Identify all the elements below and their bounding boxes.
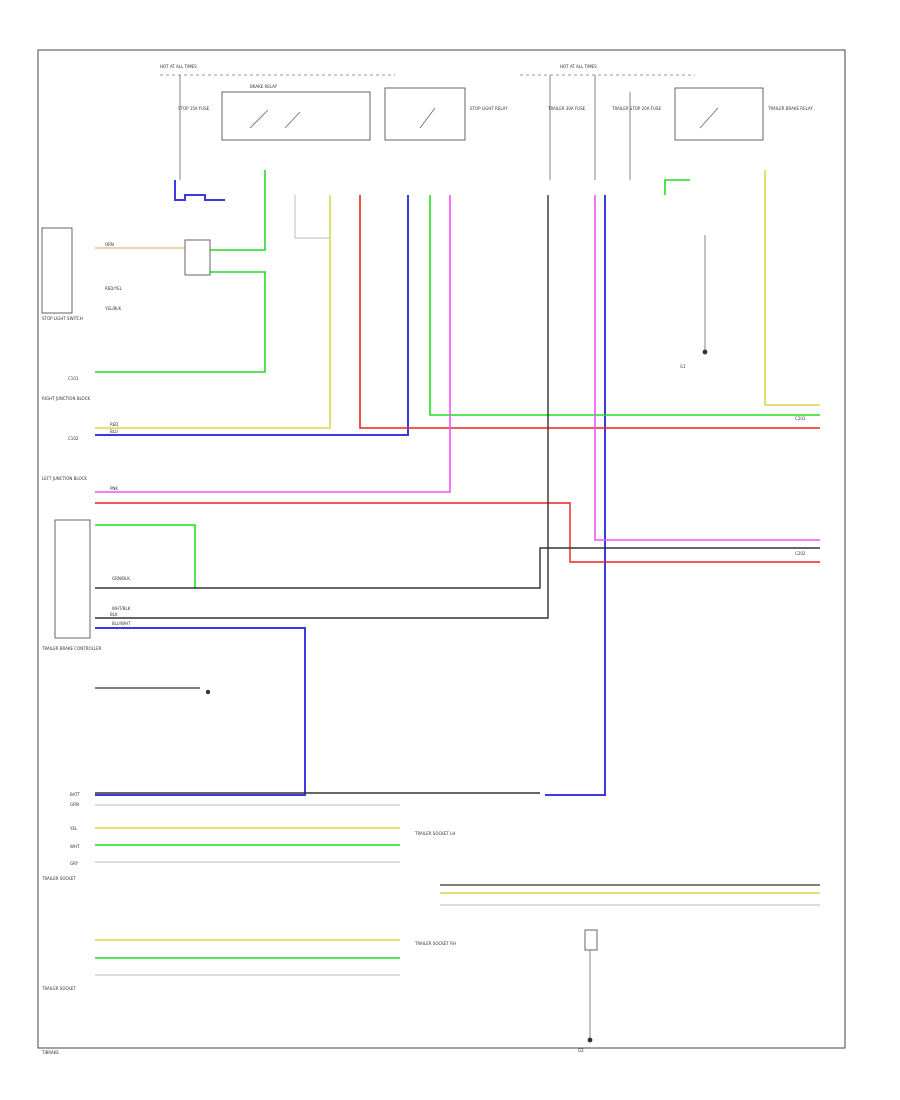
wire-grn-relay: [210, 170, 266, 251]
wire-blu-top: [174, 180, 225, 201]
pin-label-15: BLK: [110, 612, 118, 617]
connector-c201: C201: [795, 416, 806, 421]
footer-code: TIBRAKE: [41, 1050, 59, 1055]
wire-grn-lower: [95, 271, 266, 373]
trailer-connector-block: [584, 929, 598, 951]
wire-pnk-right: [594, 195, 820, 541]
wire-blu-right: [545, 195, 606, 796]
relay-small-box: [184, 239, 211, 276]
trailer-brake-controller-box: [54, 519, 91, 639]
ground-g2-dot: [587, 1037, 593, 1043]
pin-label-9: ORN: [105, 242, 114, 247]
wire-yel-left: [95, 195, 331, 429]
connector-c101: C101: [68, 376, 79, 381]
right-junction-label: RIGHT JUNCTION BLOCK: [42, 396, 90, 401]
pin-label-7: WHT/BLK: [112, 606, 131, 611]
stop-light-switch-label: STOP LIGHT SWITCH: [42, 316, 83, 321]
pin-label-2: GRN: [70, 802, 79, 807]
diagram-frame: [37, 49, 846, 1049]
brake-relay-label: BRAKE RELAY: [250, 84, 278, 89]
wire-red-right: [95, 502, 820, 563]
trailer-fuse-label: TRAILER 30A FUSE: [547, 106, 586, 111]
wire-blu-lower: [95, 627, 306, 796]
hot-label-left: HOT AT ALL TIMES: [160, 64, 197, 69]
pin-label-14: BLU: [110, 429, 118, 434]
pin-label-13: PNK: [110, 486, 118, 491]
stop-light-relay-box: [384, 87, 466, 141]
pin-label-10: RED/YEL: [105, 286, 123, 291]
ground-g1-label: G1: [680, 364, 686, 369]
wire-grn-top-right: [664, 179, 690, 195]
pin-label-11: YEL/BLK: [104, 306, 122, 311]
pin-label-6: GRN/BLK: [112, 576, 130, 581]
brake-relay-contact-2: [284, 111, 301, 129]
wire-blk-main: [95, 195, 549, 619]
trailer-brake-relay-label: TRAILER BRAKE RELAY: [767, 106, 813, 111]
stop-relay-contact: [419, 107, 436, 129]
pin-label-3: YEL: [69, 826, 78, 831]
stop-light-switch-box: [41, 227, 73, 314]
hot-label-right: HOT AT ALL TIMES: [560, 64, 597, 69]
wire-gry: [294, 195, 330, 239]
wire-red-main: [359, 195, 820, 429]
ground-g1-dot: [702, 349, 708, 355]
wire-blu-main: [95, 195, 409, 436]
wire-yel-right: [764, 170, 820, 406]
connector-c102: C102: [68, 436, 79, 441]
ground-dot-left: [205, 689, 211, 695]
trailer-stop-fuse-label: TRAILER STOP 20A FUSE: [611, 106, 661, 111]
connector-c202: C202: [795, 551, 806, 556]
wire-blk-right: [95, 547, 820, 589]
wire-pnk-left: [95, 195, 451, 493]
ground-g2-label: G2: [578, 1048, 584, 1053]
trailer-socket-2-label: TRAILER SOCKET: [41, 986, 76, 991]
left-junction-label: LEFT JUNCTION BLOCK: [42, 476, 87, 481]
trailer-brake-relay-box: [674, 87, 764, 141]
trailer-connector-right-label: TRAILER SOCKET RH: [414, 941, 456, 946]
pin-label-5: GRY: [70, 861, 79, 866]
stop-fuse-label: STOP 15A FUSE: [178, 106, 210, 111]
wire-grn-right: [429, 195, 820, 416]
pin-label-4: WHT: [70, 844, 80, 849]
pin-label-8: BLU/WHT: [112, 621, 131, 626]
trailer-brake-controller-label: TRAILER BRAKE CONTROLLER: [41, 646, 102, 651]
trailer-relay-contact: [699, 107, 719, 129]
trailer-socket-label: TRAILER SOCKET: [41, 876, 76, 881]
brake-relay-contact: [249, 109, 269, 129]
stop-light-relay-label: STOP LIGHT RELAY: [470, 106, 508, 111]
wire-grn-controller: [95, 524, 196, 588]
pin-label-1: BATT: [70, 792, 81, 797]
trailer-connector-left-label: TRAILER SOCKET LH: [414, 831, 455, 836]
pin-label-12: RED: [110, 422, 118, 427]
